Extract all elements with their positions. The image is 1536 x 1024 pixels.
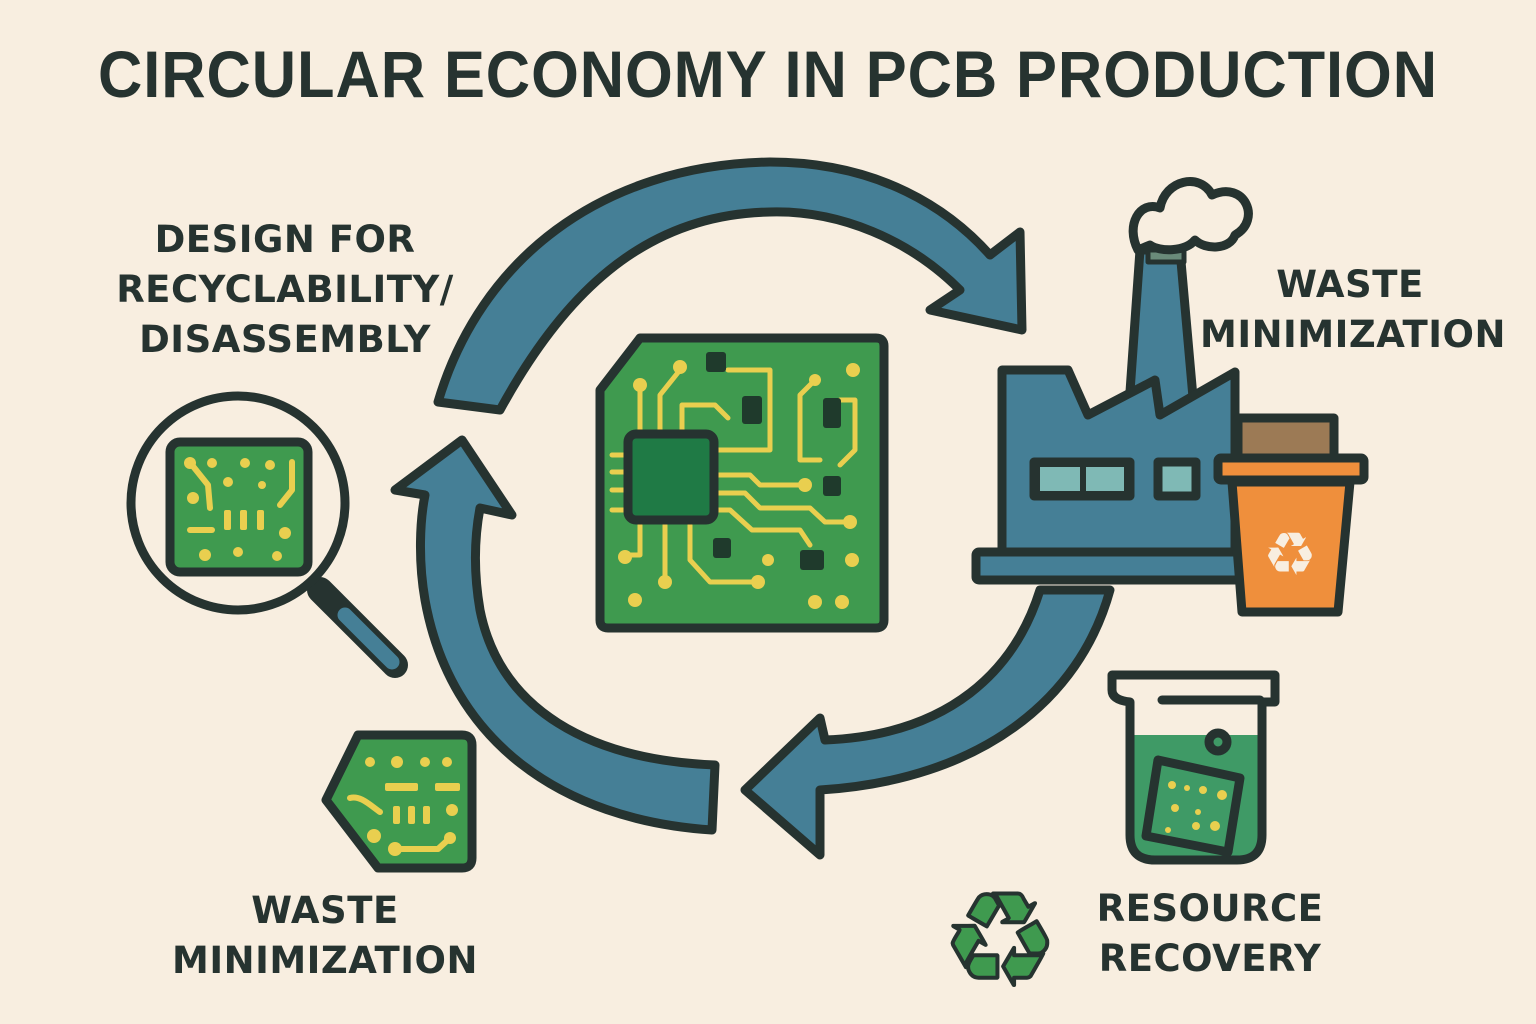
factory-icon <box>971 177 1271 585</box>
label-design-for-recyclability: DESIGN FOR RECYCLABILITY/ DISASSEMBLY <box>100 215 470 365</box>
recycling-bin-icon: ♻ <box>1213 413 1369 617</box>
cycle-arrow-left <box>390 435 720 835</box>
label-resource-recovery: RESOURCE RECOVERY <box>1090 884 1330 984</box>
page-title: CIRCULAR ECONOMY IN PCB PRODUCTION <box>98 37 1438 111</box>
label-line: RECOVERY <box>1098 937 1322 980</box>
label-waste-minimization-top: WASTE MINIMIZATION <box>1200 260 1506 360</box>
svg-text:♻: ♻ <box>942 864 1059 1016</box>
recycle-symbol-icon: ♻ <box>940 862 1061 1018</box>
pcb-board-icon <box>595 333 889 633</box>
cycle-arrow-bottom <box>740 585 1115 860</box>
label-waste-minimization-bottom: WASTE MINIMIZATION <box>170 886 480 986</box>
circular-arrows-icon <box>390 157 1115 860</box>
cycle-arrow-top <box>433 157 1027 415</box>
recycle-glyph-icon: ♻ <box>1263 520 1317 590</box>
magnifying-glass-pcb-icon <box>126 391 408 678</box>
label-line: MINIMIZATION <box>172 939 478 982</box>
label-line: DISASSEMBLY <box>139 318 431 361</box>
label-line: RESOURCE <box>1096 887 1324 930</box>
pcb-fragment-icon <box>321 730 477 873</box>
label-line: MINIMIZATION <box>1200 313 1506 356</box>
label-line: WASTE <box>1276 263 1424 306</box>
label-line: WASTE <box>251 889 399 932</box>
label-line: RECYCLABILITY/ <box>116 268 454 311</box>
beaker-pcb-icon <box>1107 670 1280 865</box>
label-line: DESIGN FOR <box>154 218 416 261</box>
